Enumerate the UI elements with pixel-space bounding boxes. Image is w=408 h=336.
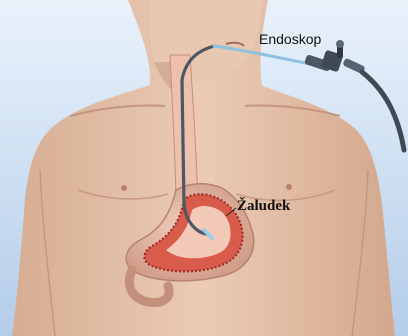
nipple-right — [286, 184, 292, 190]
nipple-left — [121, 185, 127, 191]
endoscope-label: Endoskop — [259, 32, 321, 46]
stomach-label: Žaludek — [237, 199, 290, 214]
